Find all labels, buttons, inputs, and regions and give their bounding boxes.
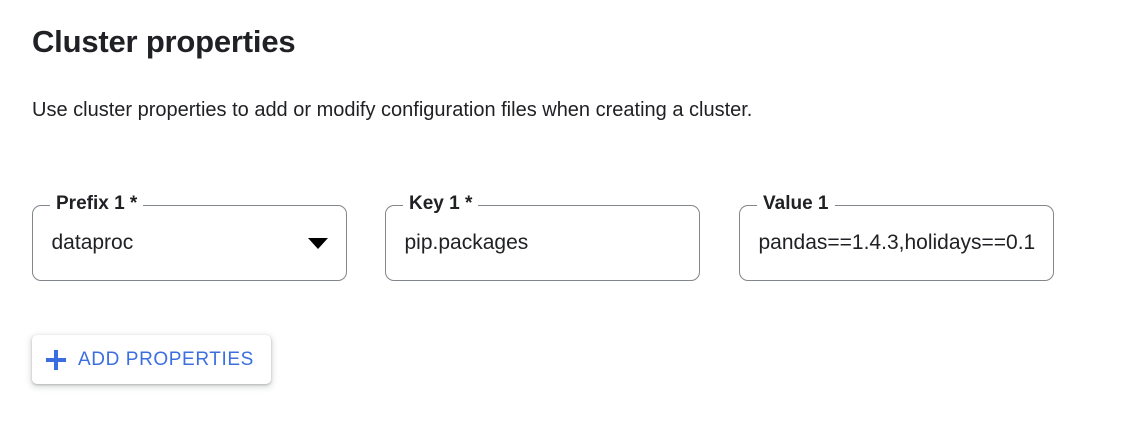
value-field-label: Value 1 [757, 193, 835, 215]
chevron-down-icon[interactable] [307, 237, 328, 249]
prefix-field-label: Prefix 1 * [50, 193, 144, 215]
add-properties-button-label: ADD PROPERTIES [78, 348, 254, 370]
key-input[interactable]: pip.packages [387, 207, 699, 280]
prefix-field[interactable]: Prefix 1 * dataproc [32, 193, 347, 281]
page-description: Use cluster properties to add or modify … [32, 99, 753, 121]
key-field-label: Key 1 * [403, 193, 479, 215]
key-field[interactable]: Key 1 * pip.packages [385, 193, 700, 281]
add-properties-button[interactable]: ADD PROPERTIES [32, 335, 271, 384]
page-title: Cluster properties [32, 24, 296, 59]
key-input-value: pip.packages [404, 231, 529, 254]
value-input[interactable]: pandas==1.4.3,holidays==0.15,wheel==0.37… [741, 207, 1053, 280]
plus-icon [45, 349, 67, 371]
value-input-value: pandas==1.4.3,holidays==0.15,wheel==0.37… [758, 231, 1035, 254]
value-field[interactable]: Value 1 pandas==1.4.3,holidays==0.15,whe… [739, 193, 1054, 281]
properties-row: Prefix 1 * dataproc Key 1 * pip.packages… [32, 193, 1092, 292]
prefix-selected-value: dataproc [51, 231, 134, 254]
prefix-select[interactable]: dataproc [34, 207, 346, 280]
